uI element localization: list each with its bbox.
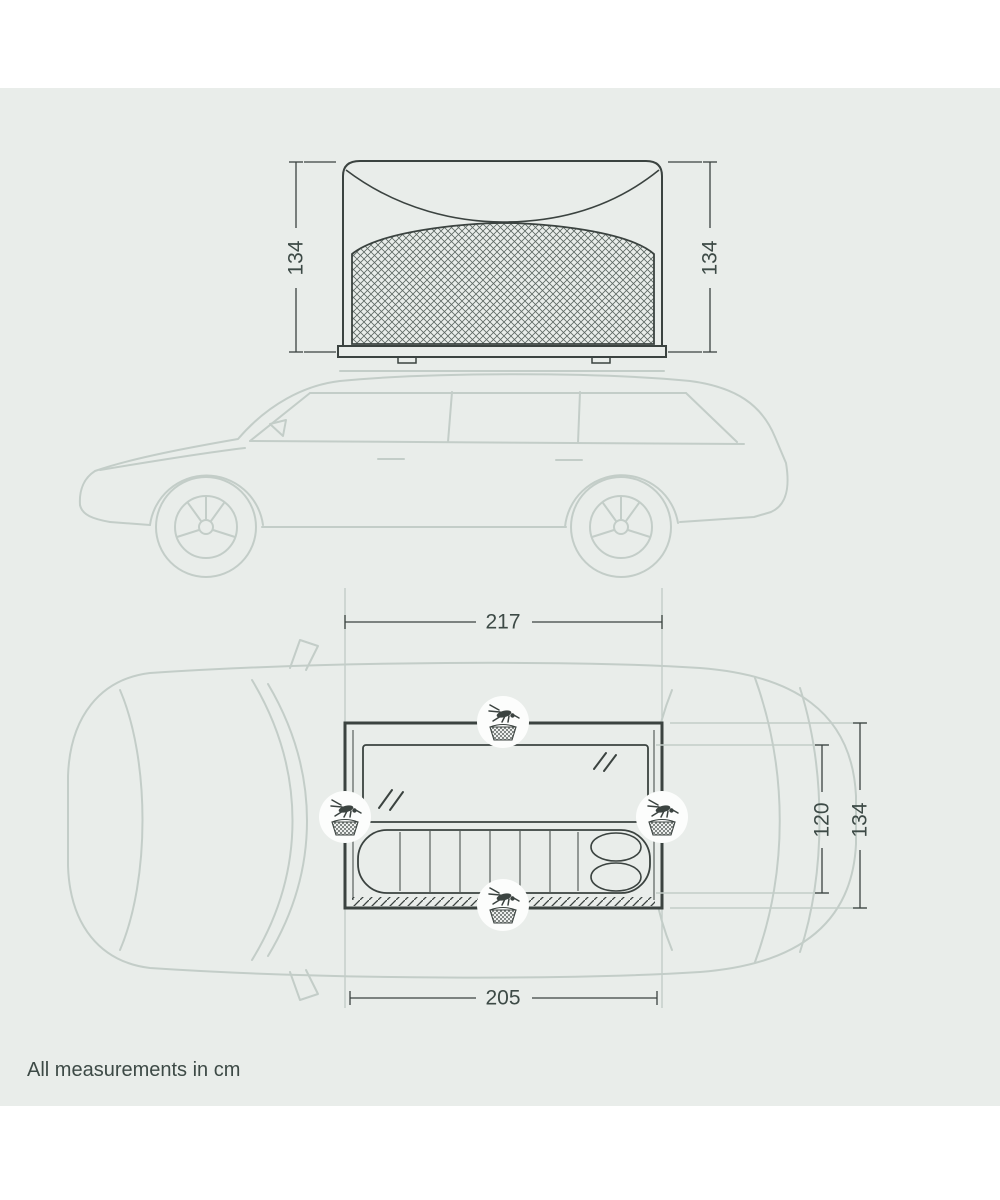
side-mirror	[289, 969, 319, 1001]
measurements-footnote: All measurements in cm	[27, 1059, 240, 1081]
glass-shine-marks	[378, 752, 617, 811]
mosquito-net-icon	[635, 790, 689, 844]
front-wheel	[155, 476, 257, 578]
mosquito-net-icon	[318, 790, 372, 844]
mosquito-net-icon	[476, 695, 530, 749]
tent-base-board	[337, 345, 667, 358]
dimension-height-right	[668, 161, 717, 353]
tent-mount-foot	[397, 356, 417, 364]
sleeping-pads	[357, 829, 651, 894]
side-mirror	[289, 639, 319, 671]
tent-fabric-fold	[345, 169, 660, 223]
dimension-width	[344, 615, 663, 629]
mosquito-net-icon	[476, 878, 530, 932]
car-side-view	[78, 370, 789, 578]
tent-mesh-window	[351, 222, 655, 345]
dimension-label-inner-depth: 120	[811, 802, 834, 837]
dimension-label-height-left: 134	[285, 240, 308, 275]
dimension-length	[349, 991, 658, 1005]
dimension-height-left	[289, 161, 336, 353]
dimension-inner-depth	[815, 744, 829, 894]
dimension-label-length: 205	[485, 987, 520, 1010]
rear-wheel	[570, 476, 672, 578]
rooftop-tent-side-view	[337, 160, 667, 364]
pad-hood	[590, 832, 642, 862]
pad-rib-lines	[399, 831, 579, 892]
dimension-label-outer-depth: 134	[849, 802, 872, 837]
dimension-label-width: 217	[485, 611, 520, 634]
tent-mount-foot	[591, 356, 611, 364]
tent-floor-panel	[362, 744, 649, 823]
pad-hood	[590, 862, 642, 892]
dimension-label-height-right: 134	[699, 240, 722, 275]
depth-extension-lines	[656, 722, 866, 909]
dimension-outer-depth	[853, 722, 867, 909]
